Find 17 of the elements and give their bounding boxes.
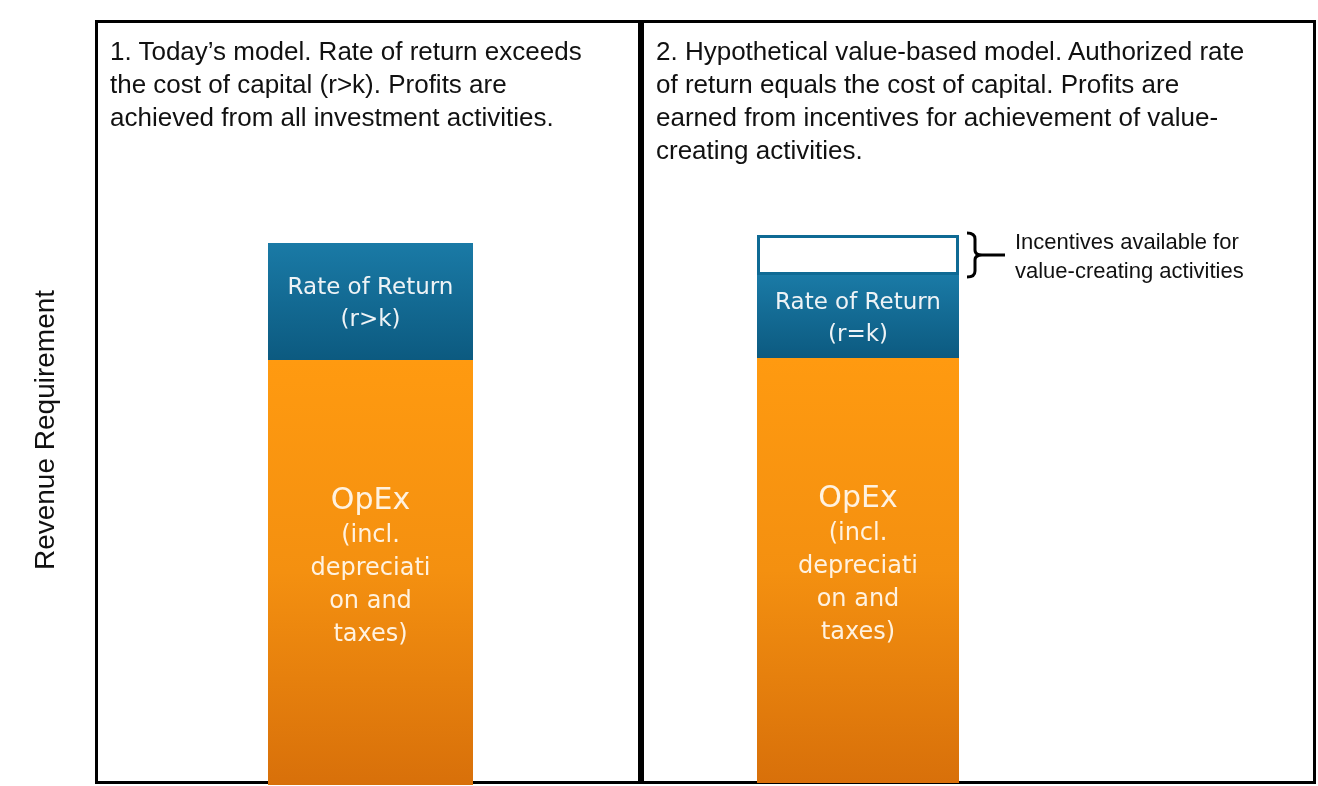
panel <box>95 20 641 784</box>
return-bar-segment <box>268 243 473 360</box>
segment-note: (incl. depreciati on and taxes) <box>797 517 919 647</box>
incentive-bar-segment <box>757 235 959 275</box>
opex-bar-segment <box>757 358 959 783</box>
segment-title: OpEx <box>329 480 412 518</box>
segment-note: (incl. depreciati on and taxes) <box>309 519 432 649</box>
panel <box>641 20 1316 784</box>
opex-bar-segment <box>268 360 473 785</box>
segment-label: Rate of Return (r=k) <box>774 286 942 348</box>
segment-label: Rate of Return (r>k) <box>286 271 455 333</box>
segment-title: OpEx <box>817 478 899 516</box>
return-bar-segment <box>757 275 959 358</box>
annotation-text: Incentives available for value-creating activities <box>1015 228 1245 285</box>
panel-heading: 1. Today’s model. Rate of return exceeds the cost of capital (r>k). Profits are achieved from all investment activities. <box>110 35 583 134</box>
panel-heading: 2. Hypothetical value-based model. Authorized rate of return equals the cost of capital. Profits are earned from incentives for achievement of value-creating activities. <box>656 35 1246 167</box>
axis-label: Revenue Requirement <box>29 289 62 571</box>
